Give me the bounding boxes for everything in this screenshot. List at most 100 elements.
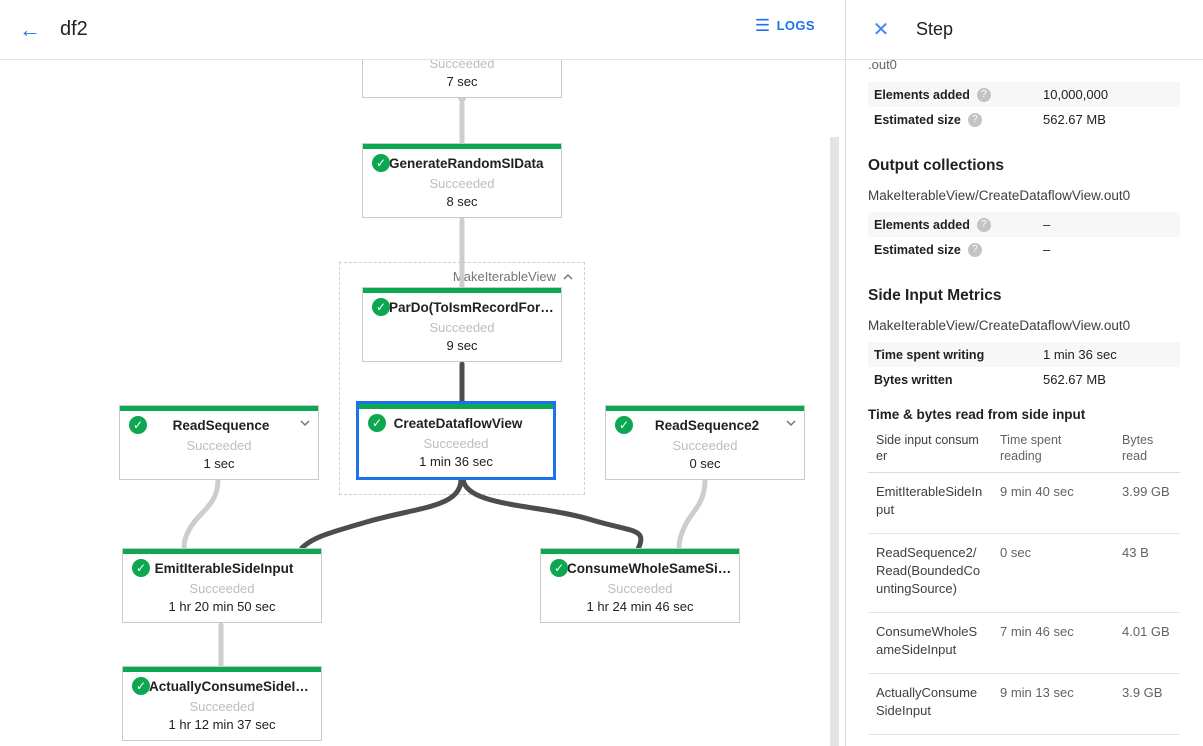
time-cell: 9 min 40 sec	[992, 472, 1114, 534]
table-row: ActuallyConsumeSideInput 9 min 13 sec 3.…	[868, 673, 1180, 735]
graph-node-createdataflowview-selected[interactable]: ✓ CreateDataflowView Succeeded 1 min 36 …	[356, 401, 556, 480]
node-title: EmitIterableSideInput	[154, 561, 294, 576]
success-check-icon: ✓	[132, 677, 150, 695]
graph-canvas[interactable]: MakeIterableView	[0, 60, 845, 746]
output-collection-name: MakeIterableView/CreateDataflowView.out0	[868, 188, 1131, 203]
close-icon[interactable]: ✕	[868, 17, 894, 43]
bytes-cell: 4.01 GB	[1114, 612, 1180, 674]
time-cell: 0 sec	[992, 533, 1114, 613]
group-label-text: MakeIterableView	[452, 269, 556, 284]
consumer-cell: ConsumeWholeSameSideInput	[868, 612, 992, 674]
graph-node-actuallyconsumesideinput[interactable]: ✓ ActuallyConsumeSideI… Succeeded 1 hr 1…	[122, 666, 322, 741]
graph-node-readsequence[interactable]: ✓ ReadSequence Succeeded 1 sec	[119, 405, 319, 480]
time-cell: 7 min 46 sec	[992, 612, 1114, 674]
metric-value: –	[1043, 242, 1051, 257]
help-icon[interactable]: ?	[976, 87, 991, 102]
table-row: ReadSequence2/Read(BoundedCountingSource…	[868, 533, 1180, 613]
time-cell: 9 min 13 sec	[992, 673, 1114, 735]
metric-row: Time spent writing 1 min 36 sec	[868, 342, 1180, 367]
graph-node-generaterandomsidata[interactable]: ✓ GenerateRandomSIData Succeeded 8 sec	[362, 143, 562, 218]
metric-value: 562.67 MB	[1043, 372, 1106, 387]
metric-label: Estimated size	[874, 242, 961, 257]
bytes-cell: 0 B	[1114, 734, 1180, 746]
table-row: ConsumeWholeSameSideInput 7 min 46 sec 4…	[868, 612, 1180, 674]
column-header: Side input consumer	[868, 428, 992, 473]
time-cell: 0 sec	[992, 734, 1114, 746]
metric-value: 562.67 MB	[1043, 112, 1106, 127]
node-time: 0 sec	[689, 456, 721, 471]
node-status: Succeeded	[429, 60, 495, 71]
input-metrics: Elements added ? 10,000,000 Estimated si…	[868, 82, 1180, 132]
success-check-icon: ✓	[550, 559, 568, 577]
metric-row: Estimated size ? –	[868, 237, 1180, 262]
logs-button[interactable]: ☰ LOGS	[754, 16, 815, 35]
node-time: 1 hr 24 min 46 sec	[586, 599, 694, 614]
consumer-cell: ReadSequence2/Read(BoundedCountingSource…	[868, 533, 992, 613]
node-status: Succeeded	[672, 438, 738, 453]
node-time: 1 hr 20 min 50 sec	[168, 599, 276, 614]
graph-node-readsequence2[interactable]: ✓ ReadSequence2 Succeeded 0 sec	[605, 405, 805, 480]
panel-body: .out0 Elements added ? 10,000,000 Estima…	[846, 60, 1203, 746]
vertical-scrollbar[interactable]	[830, 137, 839, 746]
node-status-bar	[541, 549, 739, 554]
metric-label: Elements added	[874, 217, 970, 232]
column-header: Time spent reading	[992, 428, 1114, 473]
bytes-cell: 3.99 GB	[1114, 472, 1180, 534]
success-check-icon: ✓	[129, 416, 147, 434]
success-check-icon: ✓	[615, 416, 633, 434]
graph-node-emititerablesideinput[interactable]: ✓ EmitIterableSideInput Succeeded 1 hr 2…	[122, 548, 322, 623]
table-header-row: Side input consumer Time spent reading B…	[868, 428, 1180, 473]
node-title: ReadSequence2	[654, 418, 760, 433]
help-icon[interactable]: ?	[967, 242, 982, 257]
metric-row: Estimated size ? 562.67 MB	[868, 107, 1180, 132]
group-collapse-toggle[interactable]: MakeIterableView	[453, 269, 574, 284]
logs-button-label: LOGS	[776, 18, 815, 33]
panel-title: Step	[916, 19, 954, 39]
metric-label: Time spent writing	[874, 347, 985, 362]
output-metrics: Elements added ? – Estimated size ? –	[868, 212, 1180, 262]
graph-pane: ← df2 ☰ LOGS MakeIterableView	[0, 14, 845, 746]
bytes-cell: 3.9 GB	[1114, 673, 1180, 735]
node-status-bar	[363, 288, 561, 293]
side-input-collection-name: MakeIterableView/CreateDataflowView.out0	[868, 318, 1131, 333]
metric-row: Elements added ? 10,000,000	[868, 82, 1180, 107]
node-status-bar	[359, 404, 553, 409]
consumer-cell: ReadSequence/Read(BoundedCountingSource)	[868, 734, 992, 746]
node-status: Succeeded	[189, 581, 255, 596]
table-row: ReadSequence/Read(BoundedCountingSource)…	[868, 734, 1180, 746]
node-title: ReadSequence	[172, 418, 270, 433]
metric-label: Estimated size	[874, 112, 961, 127]
side-input-table: Side input consumer Time spent reading B…	[868, 428, 1180, 746]
graph-node-top-partial[interactable]: Succeeded 7 sec	[362, 60, 562, 98]
chevron-down-icon[interactable]	[299, 419, 311, 427]
output-collections-heading: Output collections	[868, 157, 1005, 174]
graph-node-pardo-toismrecord[interactable]: ✓ ParDo(ToIsmRecordFor… Succeeded 9 sec	[362, 287, 562, 362]
clipped-collection-text: .out0	[868, 60, 897, 72]
consumer-cell: ActuallyConsumeSideInput	[868, 673, 992, 735]
help-icon[interactable]: ?	[967, 112, 982, 127]
metric-value: –	[1043, 217, 1051, 232]
node-status: Succeeded	[423, 436, 489, 451]
node-time: 1 sec	[203, 456, 235, 471]
column-header: Bytes read	[1114, 428, 1180, 473]
side-input-write-metrics: Time spent writing 1 min 36 sec Bytes wr…	[868, 342, 1180, 392]
node-title: ParDo(ToIsmRecordFor…	[389, 300, 554, 315]
node-status: Succeeded	[186, 438, 252, 453]
consumer-cell: EmitIterableSideInput	[868, 472, 992, 534]
node-status-bar	[606, 406, 804, 411]
node-title: CreateDataflowView	[393, 416, 523, 431]
help-icon[interactable]: ?	[976, 217, 991, 232]
success-check-icon: ✓	[368, 414, 386, 432]
side-input-metrics-heading: Side Input Metrics	[868, 287, 1002, 304]
metric-value: 1 min 36 sec	[1043, 347, 1117, 362]
logs-list-icon: ☰	[754, 16, 771, 35]
back-arrow-icon[interactable]: ←	[14, 14, 46, 46]
node-status-bar	[123, 667, 321, 672]
graph-node-consumewholesamesideinput[interactable]: ✓ ConsumeWholeSameSi… Succeeded 1 hr 24 …	[540, 548, 740, 623]
node-time: 1 min 36 sec	[419, 454, 493, 469]
chevron-down-icon[interactable]	[785, 419, 797, 427]
node-title: GenerateRandomSIData	[389, 156, 544, 171]
metric-value: 10,000,000	[1043, 87, 1109, 102]
success-check-icon: ✓	[132, 559, 150, 577]
